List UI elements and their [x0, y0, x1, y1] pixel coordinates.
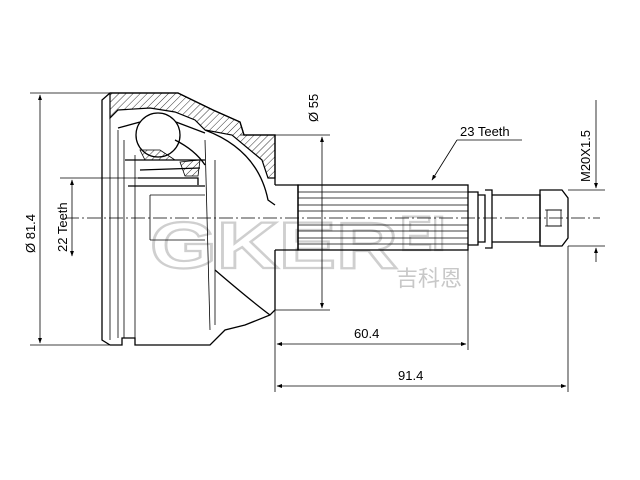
housing-outline-bottom [110, 250, 276, 346]
dim-outer-teeth: 23 Teeth [431, 124, 522, 181]
watermark-brand-tail: EI [400, 208, 445, 261]
dim-shaft-diameter: Ø 55 [240, 94, 330, 311]
watermark-brand: GKER [150, 208, 398, 282]
dim-outer-diameter-label: Ø 81.4 [23, 214, 38, 253]
dim-shaft-diameter-label: Ø 55 [306, 94, 321, 122]
dim-thread-label: M20X1.5 [578, 130, 593, 182]
ball-and-cage [117, 112, 206, 241]
watermark-chinese: 吉科恩 [396, 267, 462, 292]
dim-outer-diameter: Ø 81.4 [23, 92, 110, 346]
threaded-pin [492, 194, 541, 243]
spline-teeth [298, 191, 468, 245]
dim-length-spline: 60.4 [274, 250, 469, 392]
dim-inner-teeth-label: 22 Teeth [55, 202, 70, 252]
watermark: GKER EI 吉科恩 [149, 207, 462, 292]
splined-shaft [275, 184, 569, 251]
dim-length-total-label: 91.4 [398, 368, 423, 383]
dim-length-spline-label: 60.4 [354, 326, 379, 341]
spline-section [297, 184, 469, 251]
dim-outer-teeth-label: 23 Teeth [460, 124, 510, 139]
dim-inner-teeth: 22 Teeth [55, 177, 140, 257]
dim-thread: M20X1.5 [568, 100, 605, 262]
dim-length-total: 91.4 [276, 246, 569, 392]
housing-left-face [101, 92, 111, 346]
